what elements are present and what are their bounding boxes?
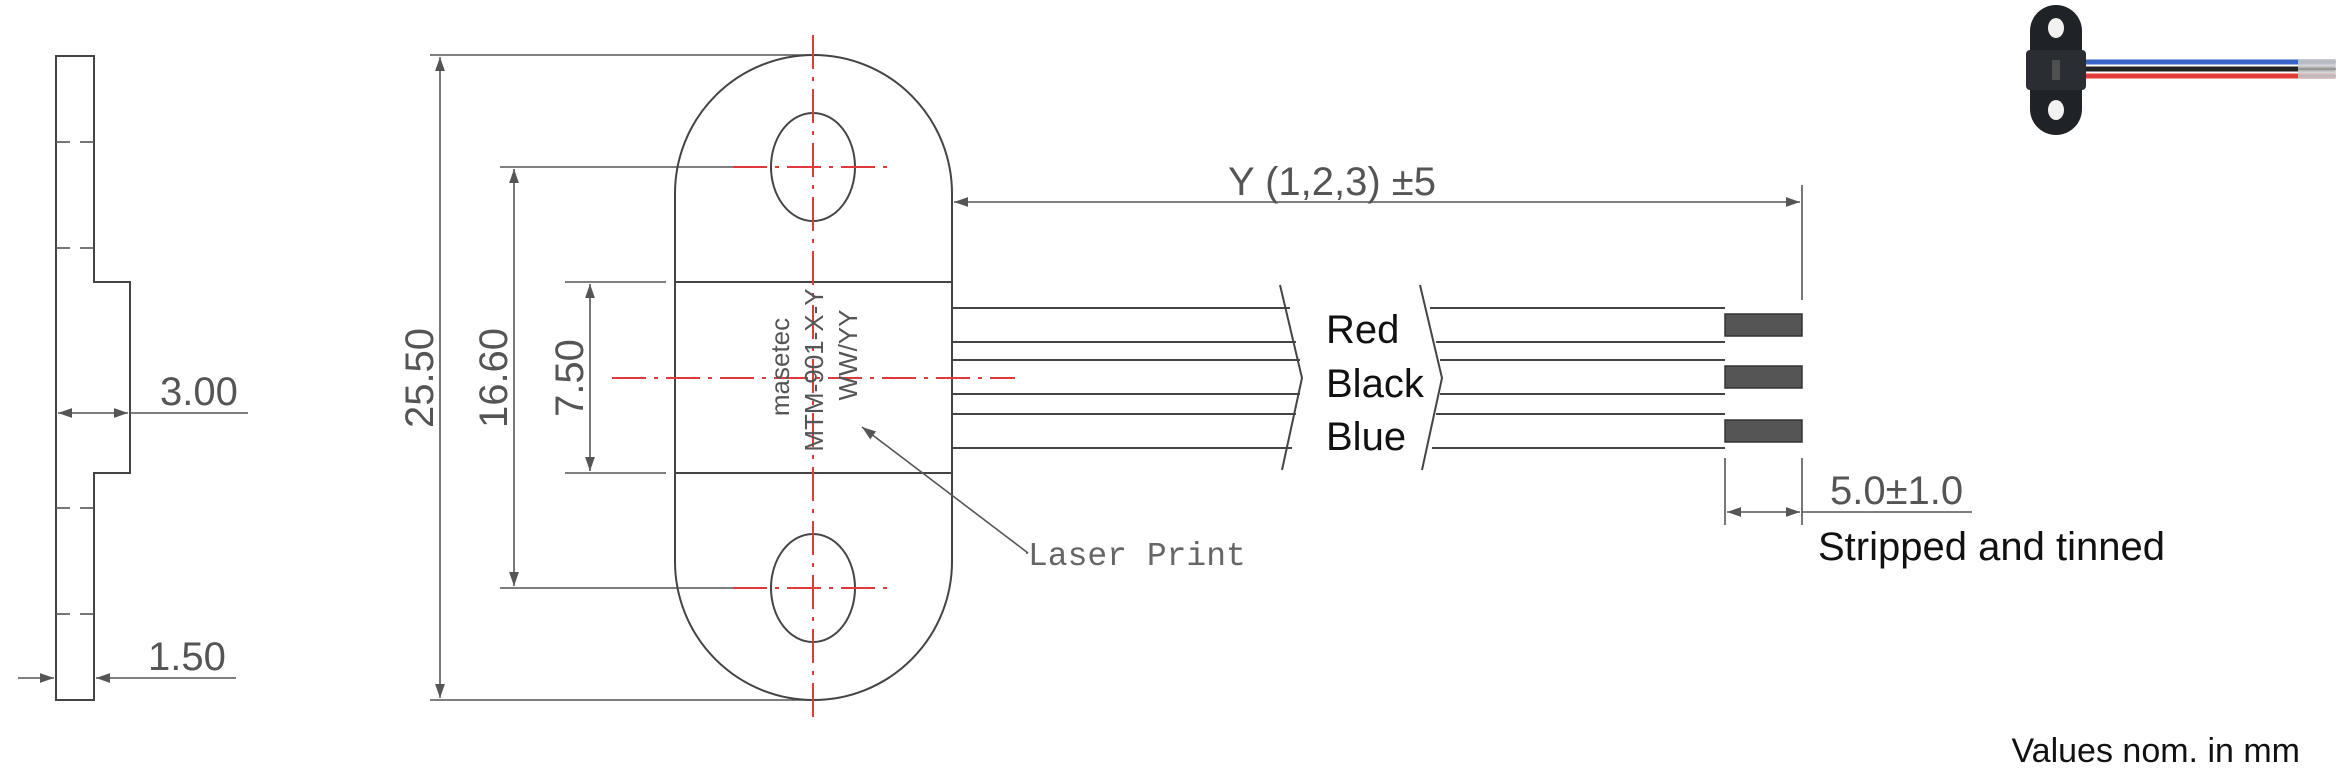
- termination-note: Stripped and tinned: [1818, 525, 2165, 569]
- photo-hole-top: [2048, 18, 2064, 38]
- dim-cable-length-label: Y (1,2,3) ±5: [1228, 160, 1436, 204]
- dim-strip-length-label: 5.0±1.0: [1830, 469, 1963, 513]
- dim-hole-spacing: 16.60: [472, 169, 519, 586]
- extension-lines: [430, 54, 810, 701]
- dim-thickness-base-label: 1.50: [148, 635, 226, 679]
- side-view-hidden-lines: [56, 141, 94, 615]
- break-line-left: [1279, 284, 1304, 471]
- dim-hole-spacing-label: 16.60: [472, 328, 516, 428]
- dim-body-height-label: 7.50: [548, 339, 592, 417]
- front-view: 25.50 16.60 7.50 masetec MTM-901-X-Y WW: [398, 35, 1246, 722]
- side-view-outline: [55, 55, 131, 701]
- units-note: Values nom. in mm: [2012, 732, 2300, 770]
- wire-red: [952, 307, 1803, 343]
- dim-body-height: 7.50: [548, 284, 595, 471]
- side-view: 3.00 1.50: [18, 55, 248, 701]
- marking-line-1: masetec: [765, 318, 795, 416]
- dim-strip-length: 5.0±1.0: [1724, 458, 1972, 525]
- wire-label-red: Red: [1326, 308, 1399, 352]
- dim-overall-height: 25.50: [398, 57, 445, 698]
- wire-black: [952, 359, 1803, 395]
- laser-marking: masetec MTM-901-X-Y WW/YY: [765, 288, 863, 451]
- wire-label-black: Black: [1326, 362, 1425, 406]
- wire-label-blue: Blue: [1326, 415, 1406, 459]
- product-photo: [2026, 5, 2336, 135]
- photo-hole-bottom: [2048, 100, 2064, 120]
- dim-thickness-base: 1.50: [18, 635, 236, 683]
- laser-print-label: Laser Print: [1028, 538, 1246, 575]
- marking-line-3: WW/YY: [833, 310, 863, 401]
- dim-thickness-total-label: 3.00: [160, 370, 238, 414]
- center-lines: [612, 35, 1015, 722]
- marking-line-2: MTM-901-X-Y: [799, 288, 829, 451]
- cable-assembly: Y (1,2,3) ±5 Red Black Blue: [952, 160, 2165, 569]
- laser-print-callout: Laser Print: [861, 426, 1246, 575]
- dim-thickness-total: 3.00: [58, 370, 248, 418]
- dim-cable-length: Y (1,2,3) ±5: [954, 160, 1803, 300]
- dim-overall-height-label: 25.50: [398, 328, 442, 428]
- wire-blue: [952, 413, 1803, 449]
- break-line-right: [1419, 284, 1444, 471]
